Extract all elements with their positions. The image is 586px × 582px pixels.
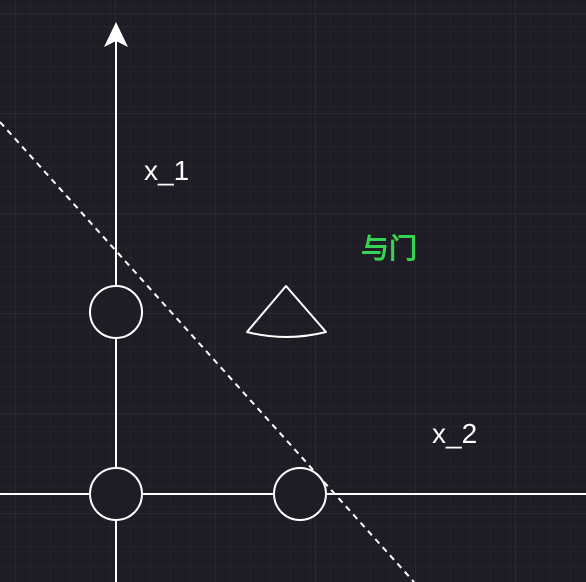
x2-axis-label: x_2 — [432, 418, 477, 449]
decision-boundary — [0, 121, 415, 582]
point-origin — [89, 467, 143, 521]
x1-axis-arrowhead-icon — [104, 22, 128, 47]
point-x1-unit — [89, 285, 143, 339]
diagram-title: 与门 — [361, 233, 417, 264]
cone-icon — [246, 285, 327, 338]
x1-axis-label: x_1 — [144, 155, 189, 186]
point-x2-unit — [273, 467, 327, 521]
